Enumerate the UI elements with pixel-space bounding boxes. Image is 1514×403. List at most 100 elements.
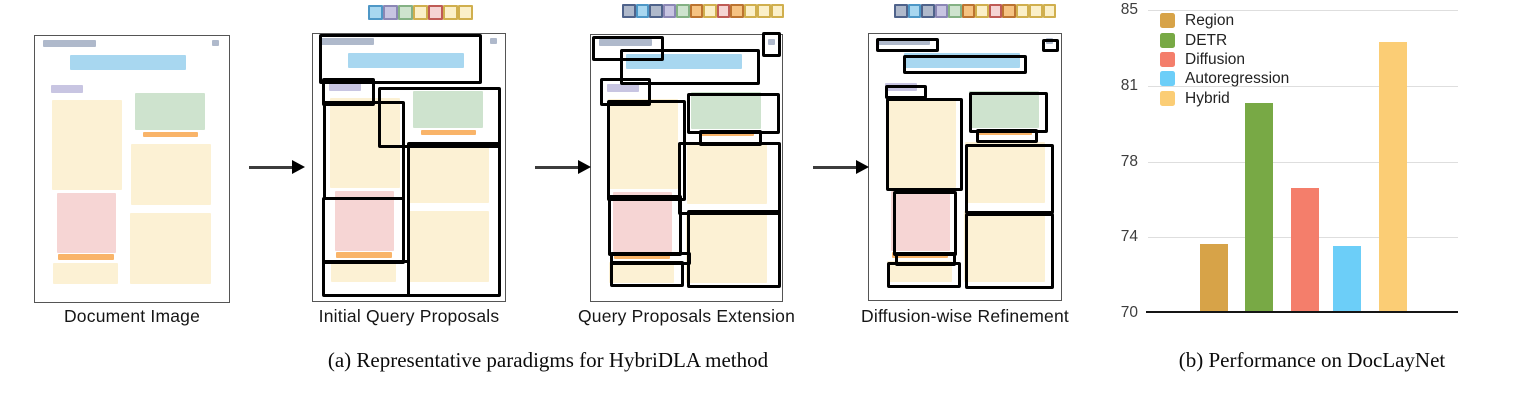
doc-region-page-number <box>490 38 497 44</box>
panel-document-image <box>34 35 230 303</box>
right-arrow-icon <box>535 161 591 173</box>
doc-region-left-column <box>886 98 956 188</box>
bar-autoregression <box>1333 246 1361 311</box>
query-token-green <box>398 5 413 20</box>
doc-region-header-bar <box>877 38 930 45</box>
doc-region-right-lower-block <box>964 211 1045 282</box>
doc-region-title-bar <box>626 54 742 69</box>
legend-item: Autoregression <box>1160 69 1289 88</box>
legend-item: DETR <box>1160 30 1289 49</box>
query-token-green <box>948 4 962 18</box>
bar-chart-plot-area <box>1146 10 1458 313</box>
query-token-row <box>894 4 1056 18</box>
query-token-orange <box>689 4 703 18</box>
legend-swatch-icon <box>1160 71 1175 87</box>
doc-region-bottom-left-block <box>887 261 952 282</box>
doc-region-figure-block <box>691 92 761 129</box>
doc-region-right-upper-block <box>965 142 1045 203</box>
query-proposal-box <box>1042 39 1059 52</box>
query-proposal-box <box>965 144 1054 214</box>
query-token-orange <box>730 4 744 18</box>
query-proposal-box <box>886 98 963 191</box>
bar-diffusion <box>1291 187 1319 311</box>
query-proposal-box <box>687 210 781 288</box>
query-token-slate <box>622 4 636 18</box>
doc-region-caption-bar-left <box>614 253 670 259</box>
panel-query-proposals-extension <box>590 32 783 302</box>
query-proposal-box <box>608 195 682 256</box>
query-token-blue <box>368 5 383 20</box>
query-proposal-box <box>610 261 684 287</box>
doc-region-right-lower-block <box>408 211 489 282</box>
doc-region-image-block <box>613 192 672 252</box>
legend-swatch-icon <box>1160 13 1175 29</box>
legend-item: Region <box>1160 11 1289 30</box>
doc-region-right-upper-block <box>687 143 767 204</box>
query-proposal-box <box>378 87 501 148</box>
query-token-orange <box>961 4 975 18</box>
query-token-purple <box>662 4 676 18</box>
y-tick-label: 70 <box>1120 304 1138 321</box>
legend-swatch-icon <box>1160 32 1175 48</box>
bar-region <box>1200 244 1228 311</box>
query-token-purple <box>383 5 398 20</box>
legend-label: Diffusion <box>1185 50 1246 68</box>
y-tick-label: 81 <box>1120 76 1138 94</box>
panel-label-initial-query-proposals: Initial Query Proposals <box>318 306 500 326</box>
gridline <box>1148 10 1458 11</box>
doc-region-right-lower-block <box>130 213 211 284</box>
bar-hybrid <box>1379 42 1407 311</box>
legend-item: Diffusion <box>1160 50 1289 69</box>
y-tick-label: 78 <box>1120 152 1138 170</box>
legend-label: DETR <box>1185 31 1228 49</box>
query-token-row <box>622 4 784 18</box>
legend-swatch-icon <box>1160 90 1175 106</box>
subfigure-b-caption: (b) Performance on DocLayNet <box>1178 348 1446 372</box>
query-proposal-box <box>903 55 1027 74</box>
doc-region-right-lower-block <box>686 212 767 283</box>
right-arrow-icon <box>813 161 869 173</box>
query-proposal-box <box>965 213 1054 289</box>
subfigure-a-caption: (a) Representative paradigms for HybriDL… <box>327 348 769 372</box>
query-proposal-box <box>876 38 939 52</box>
doc-region-kicker-bar <box>607 84 639 92</box>
query-proposal-box <box>322 197 405 264</box>
panel-label-document-image: Document Image <box>63 306 201 326</box>
query-proposal-box <box>607 100 686 201</box>
doc-region-right-upper-block <box>409 142 489 203</box>
y-tick-label: 74 <box>1120 228 1138 246</box>
doc-region-figure-block <box>135 93 205 130</box>
query-proposal-box <box>600 78 651 106</box>
query-token-yellow <box>1042 4 1056 18</box>
panel-label-diffusion-wise-refinement: Diffusion-wise Refinement <box>861 306 1069 326</box>
doc-region-kicker-bar <box>329 83 361 91</box>
doc-region-image-block <box>891 191 950 251</box>
document-mockup <box>34 35 230 303</box>
doc-region-right-upper-block <box>131 144 211 205</box>
query-token-slate <box>649 4 663 18</box>
doc-region-left-column <box>52 100 122 190</box>
doc-region-image-block <box>335 191 394 251</box>
query-token-yellow <box>975 4 989 18</box>
y-tick-label: 85 <box>1120 1 1138 18</box>
query-proposal-box <box>620 49 760 85</box>
legend-label: Hybrid <box>1185 89 1230 107</box>
query-proposal-box <box>322 260 410 297</box>
query-token-yellow <box>1015 4 1029 18</box>
doc-region-bottom-left-block <box>331 261 396 282</box>
query-proposal-box <box>976 129 1038 143</box>
doc-region-caption-bar-right <box>421 130 476 135</box>
query-token-red <box>988 4 1002 18</box>
query-proposal-box <box>762 32 781 57</box>
doc-region-header-bar <box>599 39 652 46</box>
doc-region-caption-bar-left <box>336 252 392 258</box>
query-token-yellow <box>757 4 771 18</box>
query-proposal-box <box>407 142 501 297</box>
right-arrow-icon <box>249 161 305 173</box>
query-proposal-box <box>887 262 961 288</box>
doc-region-kicker-bar <box>51 85 83 93</box>
doc-region-figure-block <box>413 91 483 128</box>
query-token-blue <box>635 4 649 18</box>
